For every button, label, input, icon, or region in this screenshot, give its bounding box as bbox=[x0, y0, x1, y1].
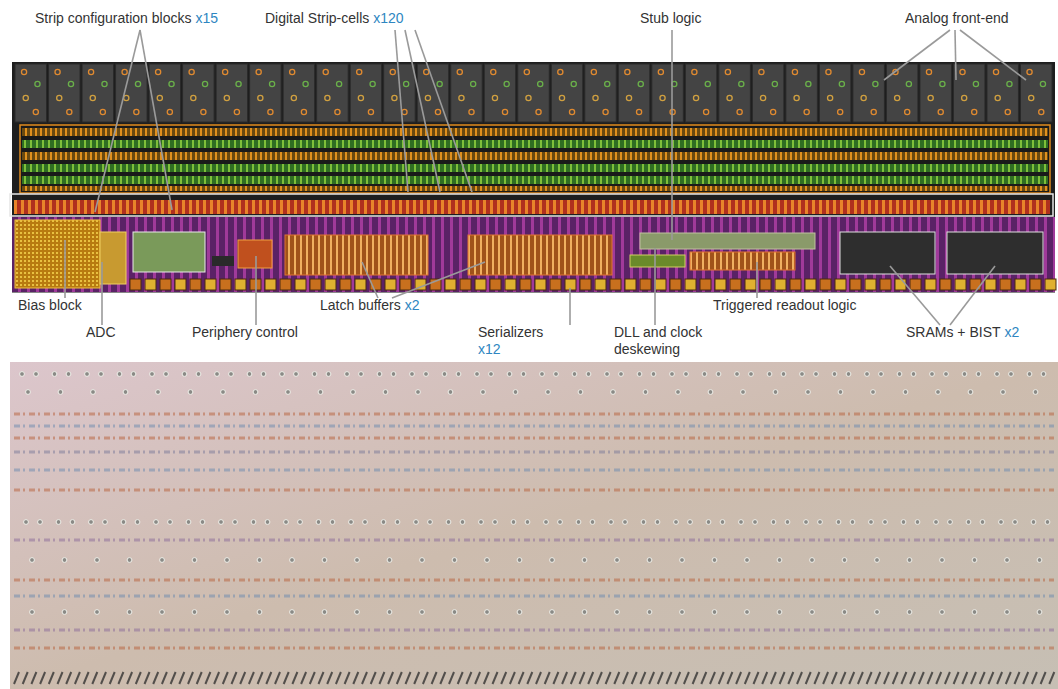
count-label: x15 bbox=[195, 10, 218, 26]
callout: ADC bbox=[86, 324, 116, 341]
part-label: ADC bbox=[86, 324, 116, 340]
callout: Digital Strip-cellsx120 bbox=[265, 10, 404, 27]
part-label: Analog front-end bbox=[905, 10, 1009, 26]
callout: SRAMs + BISTx2 bbox=[906, 324, 1019, 341]
callout: Stub logic bbox=[640, 10, 701, 27]
part-label: Triggered readout logic bbox=[713, 297, 856, 313]
count-label: x12 bbox=[478, 341, 543, 358]
callout: Bias block bbox=[18, 297, 82, 314]
callout: Analog front-end bbox=[905, 10, 1009, 27]
part-label: Strip configuration blocks bbox=[35, 10, 191, 26]
part-label: Periphery control bbox=[192, 324, 298, 340]
part-label: Stub logic bbox=[640, 10, 701, 26]
callout: Latch buffersx2 bbox=[320, 297, 419, 314]
part-label: Bias block bbox=[18, 297, 82, 313]
part-label: SRAMs + BIST bbox=[906, 324, 1001, 340]
part-label: Digital Strip-cells bbox=[265, 10, 369, 26]
callout: Periphery control bbox=[192, 324, 298, 341]
count-label: x120 bbox=[373, 10, 403, 26]
callout: Strip configuration blocksx15 bbox=[35, 10, 218, 27]
count-label: x2 bbox=[405, 297, 420, 313]
callout: Serializersx12 bbox=[478, 324, 543, 358]
part-label: Serializers bbox=[478, 324, 543, 341]
count-label: x2 bbox=[1005, 324, 1020, 340]
callout: DLL and clock deskewing bbox=[614, 324, 714, 358]
die-photo bbox=[10, 362, 1058, 689]
part-label: DLL and clock deskewing bbox=[614, 324, 702, 357]
callout: Triggered readout logic bbox=[713, 297, 856, 314]
part-label: Latch buffers bbox=[320, 297, 401, 313]
